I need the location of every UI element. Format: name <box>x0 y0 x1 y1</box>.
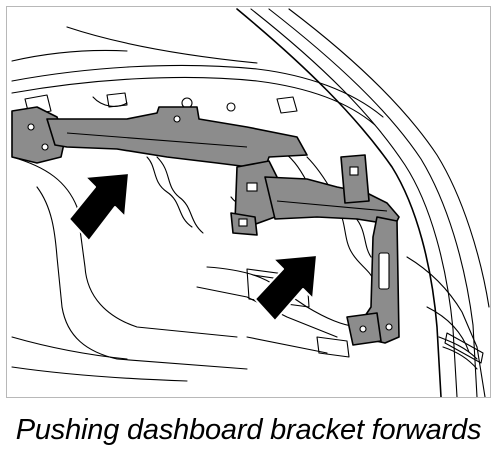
technical-illustration <box>11 8 490 397</box>
dashboard-bracket <box>11 106 400 346</box>
bracket-details <box>27 115 393 333</box>
push-arrows <box>68 172 318 322</box>
push-arrow-right <box>254 254 318 322</box>
figure-frame <box>6 6 491 398</box>
figure-caption: Pushing dashboard bracket forwards <box>15 414 482 446</box>
push-arrow-left <box>68 172 130 242</box>
